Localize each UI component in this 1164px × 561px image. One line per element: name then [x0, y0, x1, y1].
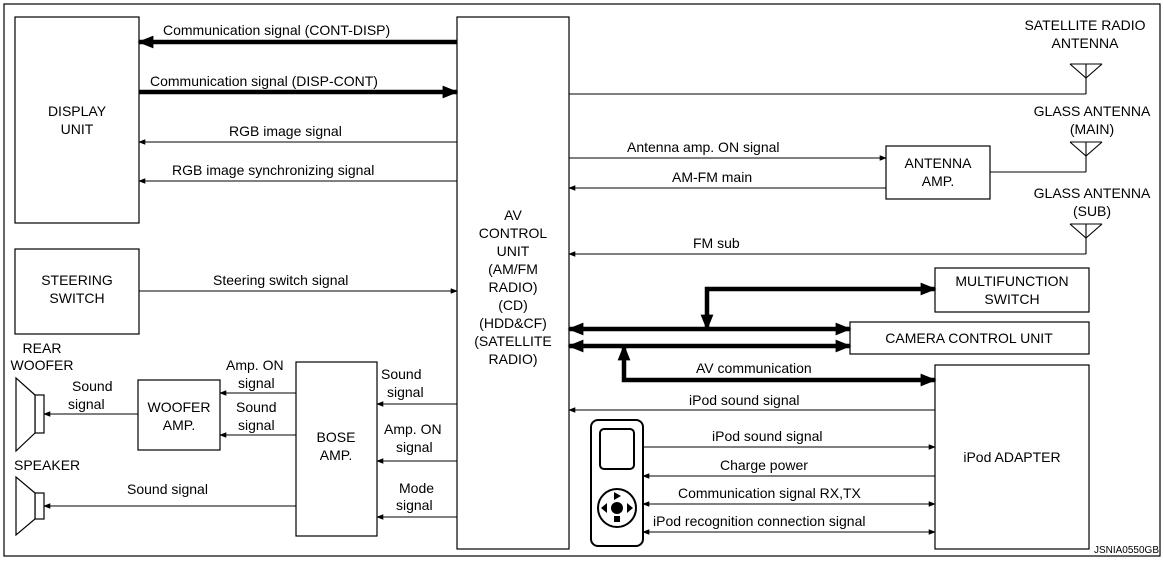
diagram-id: JSNIA0550GB — [1094, 545, 1159, 556]
bose-sound-label-2: signal — [387, 384, 424, 400]
woofer-amp-label-2: AMP. — [163, 417, 195, 433]
av-control-unit-block: AV CONTROL UNIT (AM/FM RADIO) (CD) (HDD&… — [456, 16, 570, 550]
steering-switch-label-2: SWITCH — [49, 290, 104, 306]
ipod-recognition-label: iPod recognition connection signal — [653, 513, 865, 529]
av-unit-label-6: (CD) — [498, 297, 528, 313]
bose-amp-on-label-2: signal — [396, 439, 433, 455]
rgb-image-label: RGB image signal — [229, 123, 342, 139]
bose-amp-label-1: BOSE — [317, 429, 356, 445]
bose-mode-label-1: Mode — [399, 480, 434, 496]
satellite-antenna-label-2: ANTENNA — [1052, 35, 1120, 51]
ipod-adapter-label: iPod ADAPTER — [963, 449, 1060, 465]
speaker-label: SPEAKER — [14, 457, 80, 473]
av-comm-label: AV communication — [696, 360, 812, 376]
av-unit-label-9: RADIO) — [489, 351, 538, 367]
rear-woofer-speaker-icon: REAR WOOFER — [11, 340, 74, 453]
woofer-sound-out-label-2: signal — [68, 396, 105, 412]
antenna-amp-block: ANTENNA AMP. — [885, 145, 991, 200]
bose-amp-label-2: AMP. — [320, 447, 352, 463]
glass-antenna-main-icon: GLASS ANTENNA (MAIN) — [1034, 103, 1151, 172]
speaker-icon: SPEAKER — [14, 457, 80, 537]
multifunction-bus — [700, 282, 937, 331]
woofer-amp-block: WOOFER AMP. — [137, 379, 221, 451]
woofer-amp-on-label-1: Amp. ON — [226, 357, 284, 373]
am-fm-main-label: AM-FM main — [672, 169, 752, 185]
camera-control-unit-label: CAMERA CONTROL UNIT — [885, 330, 1053, 346]
ipod-sound-label: iPod sound signal — [712, 428, 823, 444]
glass-antenna-sub-label-1: GLASS ANTENNA — [1034, 185, 1151, 201]
steering-label: Steering switch signal — [213, 272, 348, 288]
av-unit-label-7: (HDD&CF) — [479, 315, 547, 331]
speaker-sound-label: Sound signal — [127, 481, 208, 497]
antenna-amp-on-label: Antenna amp. ON signal — [627, 139, 780, 155]
glass-antenna-main-label-2: (MAIN) — [1070, 121, 1114, 137]
av-unit-label-3: UNIT — [497, 243, 530, 259]
multifunction-switch-label-2: SWITCH — [984, 291, 1039, 307]
comm-rx-tx-label: Communication signal RX,TX — [678, 485, 862, 501]
woofer-amp-label-1: WOOFER — [148, 399, 211, 415]
av-unit-label-4: (AM/FM — [488, 261, 538, 277]
ipod-adapter-block: iPod ADAPTER — [934, 364, 1090, 550]
cont-disp-label: Communication signal (CONT-DISP) — [163, 22, 390, 38]
charge-power-label: Charge power — [720, 457, 808, 473]
camera-control-unit-block: CAMERA CONTROL UNIT — [849, 321, 1090, 355]
av-unit-label-5: RADIO) — [489, 279, 538, 295]
woofer-sound-in-label-1: Sound — [236, 399, 276, 415]
glass-antenna-sub-icon: GLASS ANTENNA (SUB) — [1034, 185, 1151, 254]
bose-amp-on-label-1: Amp. ON — [384, 421, 442, 437]
av-unit-label-2: CONTROL — [479, 225, 548, 241]
ipod-sound-av-label: iPod sound signal — [689, 392, 800, 408]
ipod-comm-bus — [617, 344, 937, 387]
rear-woofer-label-2: WOOFER — [11, 357, 74, 373]
bose-mode-label-2: signal — [396, 497, 433, 513]
display-unit-block: DISPLAY UNIT — [14, 16, 140, 224]
glass-antenna-main-label-1: GLASS ANTENNA — [1034, 103, 1151, 119]
av-unit-label-8: (SATELLITE — [474, 333, 552, 349]
bose-amp-block: BOSE AMP. — [295, 361, 378, 537]
display-unit-label-1: DISPLAY — [48, 103, 107, 119]
steering-switch-label-1: STEERING — [41, 272, 113, 288]
steering-switch-block: STEERING SWITCH — [14, 248, 140, 335]
bose-sound-label-1: Sound — [381, 366, 421, 382]
ipod-device-icon — [590, 419, 644, 547]
display-unit-label-2: UNIT — [61, 121, 94, 137]
woofer-sound-in-label-2: signal — [238, 417, 275, 433]
rgb-sync-label: RGB image synchronizing signal — [172, 162, 374, 178]
woofer-sound-out-label-1: Sound — [72, 378, 112, 394]
satellite-radio-antenna-icon: SATELLITE RADIO ANTENNA — [1024, 17, 1146, 94]
antenna-amp-label-2: AMP. — [922, 173, 954, 189]
multifunction-switch-block: MULTIFUNCTION SWITCH — [934, 267, 1090, 313]
woofer-amp-on-label-2: signal — [238, 375, 275, 391]
multifunction-switch-label-1: MULTIFUNCTION — [955, 273, 1068, 289]
disp-cont-label: Communication signal (DISP-CONT) — [150, 73, 378, 89]
rear-woofer-label-1: REAR — [23, 340, 62, 356]
diagram-frame — [3, 3, 1161, 557]
fm-sub-label: FM sub — [693, 235, 740, 251]
av-unit-label-1: AV — [504, 207, 522, 223]
satellite-antenna-label-1: SATELLITE RADIO — [1024, 17, 1145, 33]
glass-antenna-sub-label-2: (SUB) — [1073, 203, 1111, 219]
antenna-amp-label-1: ANTENNA — [905, 155, 973, 171]
